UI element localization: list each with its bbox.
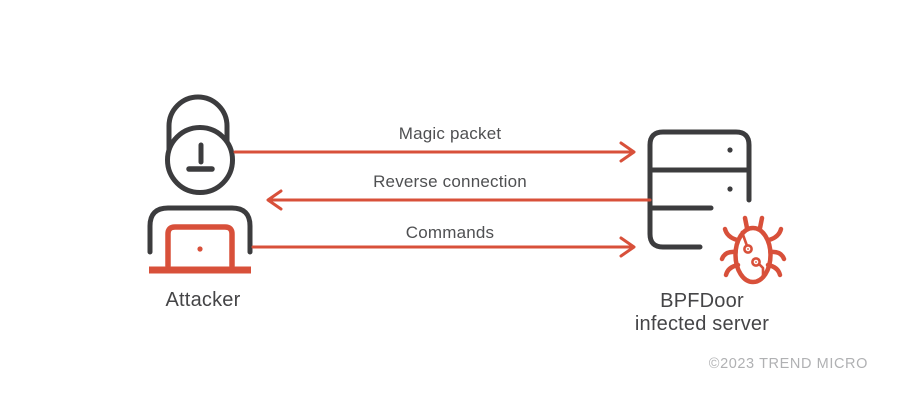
bug-leg-right-mid	[768, 249, 787, 262]
flow-label-reverse-connection: Reverse connection	[373, 172, 527, 191]
bug-body	[733, 225, 773, 285]
laptop-icon	[149, 224, 251, 274]
shoulders-shape	[147, 205, 253, 255]
bug-node-2	[751, 257, 761, 267]
malware-bug-icon	[719, 215, 787, 285]
bug-antenna-left	[742, 215, 750, 231]
laptop-screen	[165, 224, 235, 269]
server-outline	[647, 129, 752, 250]
arrow-magic-packet	[233, 141, 636, 163]
arrow-commands	[251, 236, 636, 258]
bug-trace-bottom	[758, 263, 765, 278]
bug-antenna-right	[757, 215, 765, 231]
server-label-line2: infected server	[634, 313, 770, 335]
server-led-1	[727, 147, 733, 153]
laptop-dot	[197, 246, 203, 252]
bug-node-2-dot	[755, 261, 757, 263]
arrowhead-right-icon	[619, 236, 636, 258]
bug-leg-left-top	[722, 226, 740, 243]
arrowhead-left-icon	[266, 189, 283, 211]
flow-label-magic-packet: Magic packet	[398, 124, 502, 143]
server-icon	[647, 129, 752, 250]
bug-trace-top	[740, 230, 748, 246]
bug-node-1-dot	[747, 248, 749, 250]
arrow-reverse-connection	[266, 189, 652, 211]
bug-leg-right-top	[766, 226, 784, 243]
bug-leg-left-mid	[719, 249, 738, 262]
attacker-label: Attacker	[165, 289, 241, 311]
hooded-person-icon	[147, 94, 253, 255]
server-label: BPFDoor infected server	[552, 290, 852, 336]
flow-label-commands: Commands	[405, 223, 495, 242]
copyright-notice: ©2023 TREND MICRO	[708, 356, 868, 372]
bug-leg-left-bottom	[723, 262, 741, 278]
server-label-line1: BPFDoor	[660, 290, 744, 312]
arrowhead-right-icon	[619, 141, 636, 163]
server-led-2	[727, 186, 733, 192]
bug-leg-right-bottom	[765, 262, 783, 278]
bug-node-1	[743, 244, 753, 254]
